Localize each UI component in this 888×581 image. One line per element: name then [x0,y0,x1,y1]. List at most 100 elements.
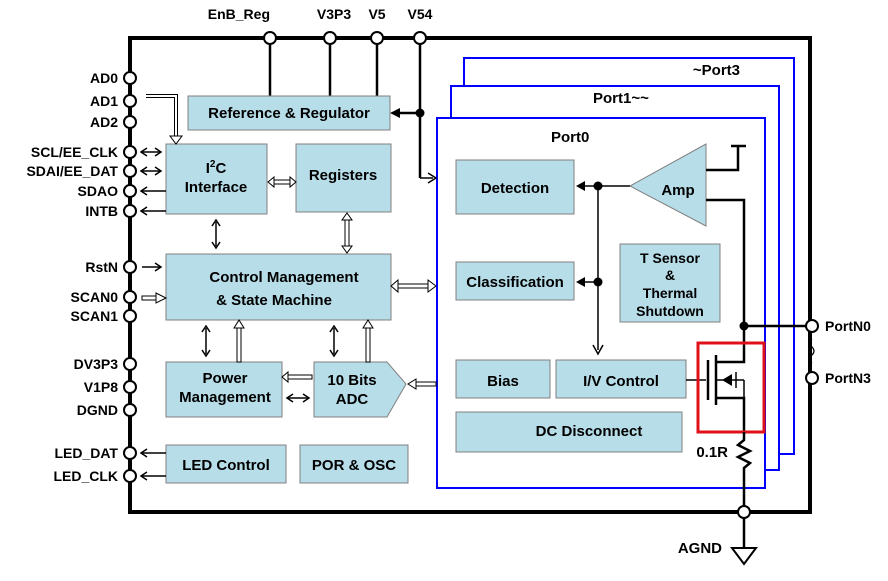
port-continuation-squiggle [809,338,815,364]
scl-label: SCL/EE_CLK [31,144,118,160]
v1p8-pin [123,380,137,394]
address-bus-arrow [169,135,183,145]
control-adc-arrow-up [329,324,339,333]
output-junction-dot [739,321,749,331]
ground-symbol [730,547,758,566]
scan0-pin [123,290,137,304]
adc-block [313,361,407,418]
reference-regulator-label: Reference & Regulator [208,105,370,122]
v54-pin [413,31,427,45]
t-sensor-line2: & [665,267,675,283]
i2c-registers-shaft [273,179,291,185]
classification-arrowhead [576,277,585,287]
scan-bus-shaft [141,295,157,301]
sdao-pin [123,184,137,198]
registers-block [295,143,392,213]
intb-label: INTB [85,203,118,219]
led-control-label: LED Control [182,457,270,474]
adc-line1-label: 10 Bits [327,372,376,389]
power-management-block [165,361,283,418]
sdai-arrow-right [154,166,163,176]
power-line2-label: Management [179,389,271,406]
detection-block [455,159,575,215]
v3p3-pin [323,31,337,45]
t-sensor-line1: T Sensor [640,250,700,266]
v3p3-label: V3P3 [317,6,351,22]
scan1-pin [123,309,137,323]
mosfet-drain-wire [716,326,746,364]
sense-resistor [735,432,753,512]
ad0-label: AD0 [90,70,118,86]
led-clk-label: LED_CLK [53,468,118,484]
registers-label: Registers [309,167,377,184]
iv-control-arrowhead [592,344,604,356]
amp-sense-wire [706,198,746,326]
v54-label: V54 [408,6,433,22]
por-osc-label: POR & OSC [312,457,396,474]
v5-label: V5 [368,6,385,22]
regulator-arrowhead [390,108,400,118]
led-clk-pin [123,469,137,483]
v1p8-label: V1P8 [84,379,118,395]
control-line2-label: & State Machine [216,292,332,309]
led-clk-arrow [139,471,148,481]
mosfet-highlight-box [696,341,766,434]
classification-label: Classification [466,274,564,291]
portn3-pin [805,371,819,385]
sdao-label: SDAO [78,183,119,199]
resistor-label: 0.1R [696,444,728,461]
mosfet-body-arrow [722,374,732,386]
address-bus-inner [146,95,177,136]
power-adc-arrow-left [285,393,294,403]
v54-port0-arrowhead [427,172,438,184]
ad0-pin [123,71,137,85]
dc-disconnect-label: DC Disconnect [536,423,643,440]
i2c-interface-block [165,143,268,215]
dgnd-label: DGND [77,402,118,418]
detection-junction-dot [593,181,603,191]
led-dat-label: LED_DAT [54,445,118,461]
ad2-label: AD2 [90,114,118,130]
control-management-block [165,253,392,321]
left-pin-group [123,71,137,483]
sdai-arrow-left [139,166,148,176]
t-sensor-block [619,243,721,323]
control-adc-arrow-down [329,349,339,358]
portn0-pin [805,319,819,333]
i2c-title: I2C [206,159,227,177]
control-port-arrow-right [427,279,437,293]
control-port-shaft [397,283,429,289]
t-sensor-line3: Thermal [643,285,697,301]
port0-label: Port0 [551,129,589,146]
scl-pin [123,145,137,159]
t-sensor-line4: Shutdown [636,303,704,319]
i2c-registers-arrow-right [289,175,297,189]
adc-power-arrow [281,370,289,384]
i2c-control-arrow-up [211,218,221,227]
power-adc-arrow-right [302,393,311,403]
scl-arrow-right [154,147,163,157]
scan1-label: SCAN1 [71,308,119,324]
agnd-label: AGND [678,540,722,557]
led-dat-pin [123,446,137,460]
enb-reg-label: EnB_Reg [208,6,270,22]
sdai-pin [123,164,137,178]
port-adc-arrow [407,378,417,390]
dv3p3-label: DV3P3 [74,356,119,372]
detection-arrowhead [576,181,585,191]
registers-control-arrow-down [341,245,353,254]
amp-ref-wire [706,146,740,172]
enb-reg-pin [263,31,277,45]
dgnd-pin [123,403,137,417]
ad1-pin [123,94,137,108]
portn0-label: PortN0 [825,318,871,334]
i2c-registers-arrow-left [267,175,275,189]
registers-control-arrow-up [341,212,353,221]
ad1-label: AD1 [90,93,118,109]
amp-block [628,143,707,227]
amp-label: Amp [661,182,694,199]
detection-label: Detection [481,180,549,197]
bias-label: Bias [487,373,519,390]
